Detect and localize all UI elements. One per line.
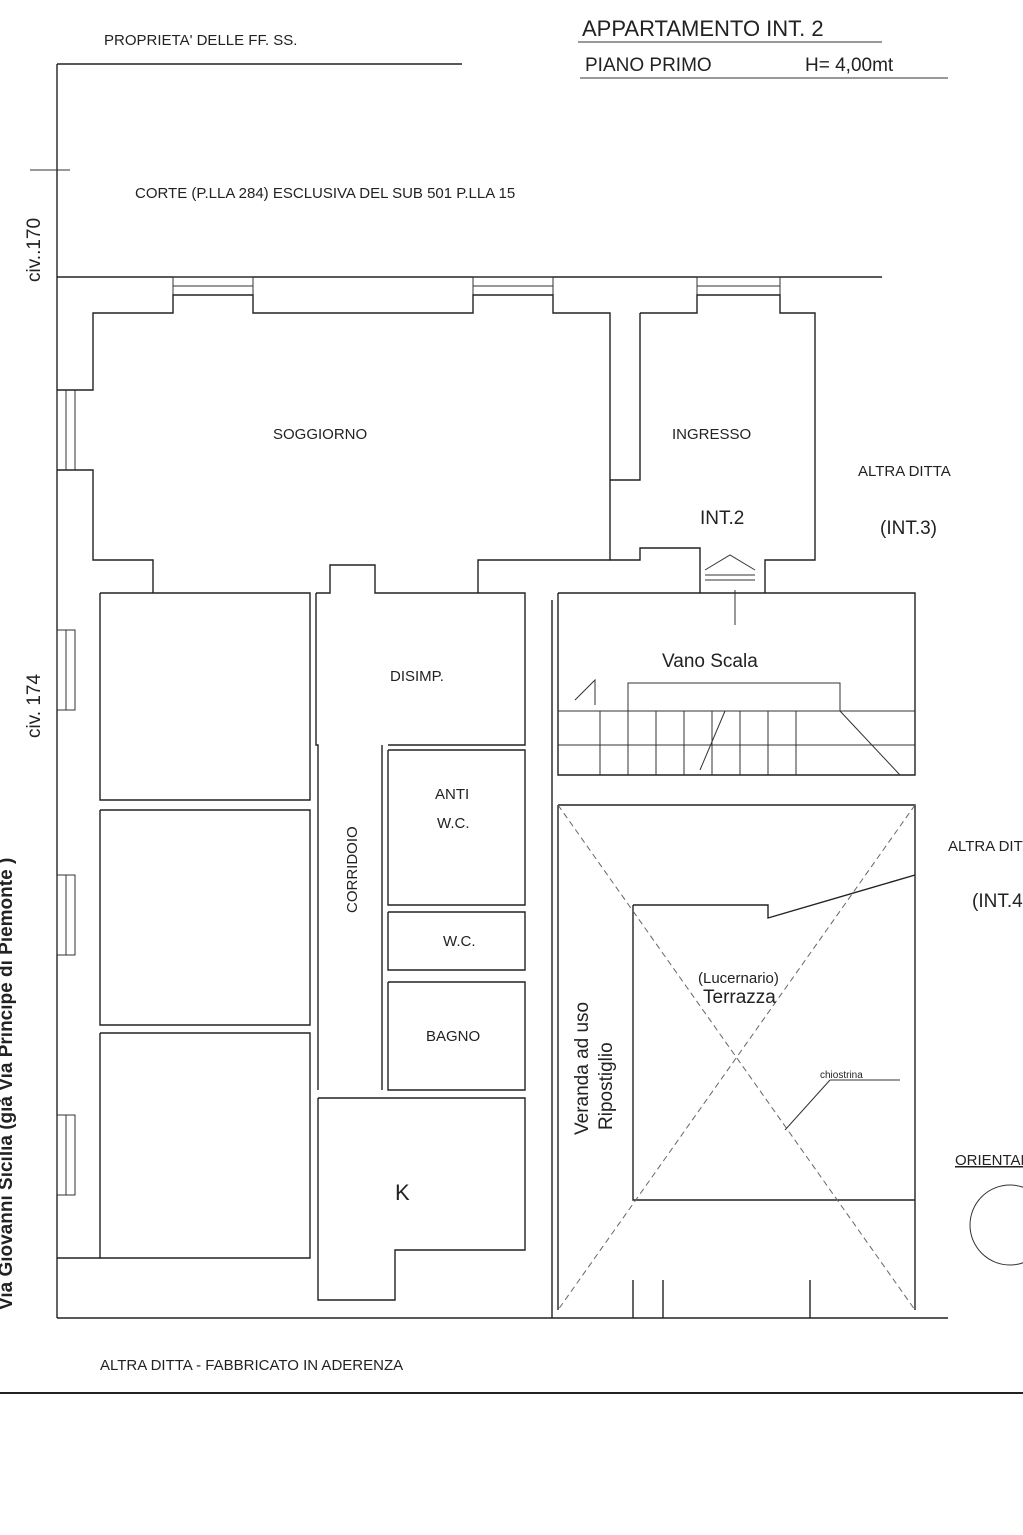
label-bottom: ALTRA DITTA - FABBRICATO IN ADERENZA xyxy=(100,1357,403,1374)
room-terrazza: Terrazza xyxy=(703,987,776,1008)
label-courtyard: CORTE (P.LLA 284) ESCLUSIVA DEL SUB 501 … xyxy=(135,185,515,202)
room-disimp: DISIMP. xyxy=(390,668,444,685)
room-corridoio: CORRIDOIO xyxy=(344,826,361,913)
label-orientation: ORIENTAMENTO xyxy=(955,1152,1023,1169)
title-apartment: APPARTAMENTO INT. 2 xyxy=(582,16,824,41)
windows-left xyxy=(56,389,76,1196)
label-right-top: ALTRA DITTA xyxy=(858,463,951,480)
room-veranda-2: Ripostiglio xyxy=(596,1042,617,1130)
staircase xyxy=(558,554,915,776)
room-ingresso: INGRESSO xyxy=(672,426,751,443)
chiostrina-leader xyxy=(784,1079,831,1131)
title-height: H= 4,00mt xyxy=(805,55,894,76)
label-right-top-int: (INT.3) xyxy=(880,518,937,539)
label-civ-170: civ..170 xyxy=(24,218,45,282)
compass-icon xyxy=(969,1184,1023,1266)
label-int2: INT.2 xyxy=(700,508,744,529)
room-anti: ANTI xyxy=(435,786,469,803)
walls xyxy=(57,294,916,1318)
room-veranda-1: Veranda ad uso xyxy=(572,1002,593,1135)
label-lucernario: (Lucernario) xyxy=(698,970,779,987)
room-wc: W.C. xyxy=(443,933,476,950)
room-soggiorno: SOGGIORNO xyxy=(273,426,367,443)
label-right-mid-int: (INT.4) xyxy=(972,891,1023,912)
windows-top xyxy=(172,276,781,296)
room-k: K xyxy=(395,1180,410,1205)
skylight-diagonals xyxy=(557,804,916,1311)
title-floor: PIANO PRIMO xyxy=(585,55,712,76)
label-chiostrina: chiostrina xyxy=(820,1070,863,1081)
label-civ-174: civ. 174 xyxy=(24,673,45,738)
room-vano-scala: Vano Scala xyxy=(662,651,758,672)
room-bagno: BAGNO xyxy=(426,1028,480,1045)
room-anti-wc: W.C. xyxy=(437,815,470,832)
label-top-owner: PROPRIETA' DELLE FF. SS. xyxy=(104,32,297,49)
label-right-mid: ALTRA DITTA xyxy=(948,838,1023,855)
label-street: Via Giovanni Sicilia (già Via Principe d… xyxy=(0,858,17,1310)
